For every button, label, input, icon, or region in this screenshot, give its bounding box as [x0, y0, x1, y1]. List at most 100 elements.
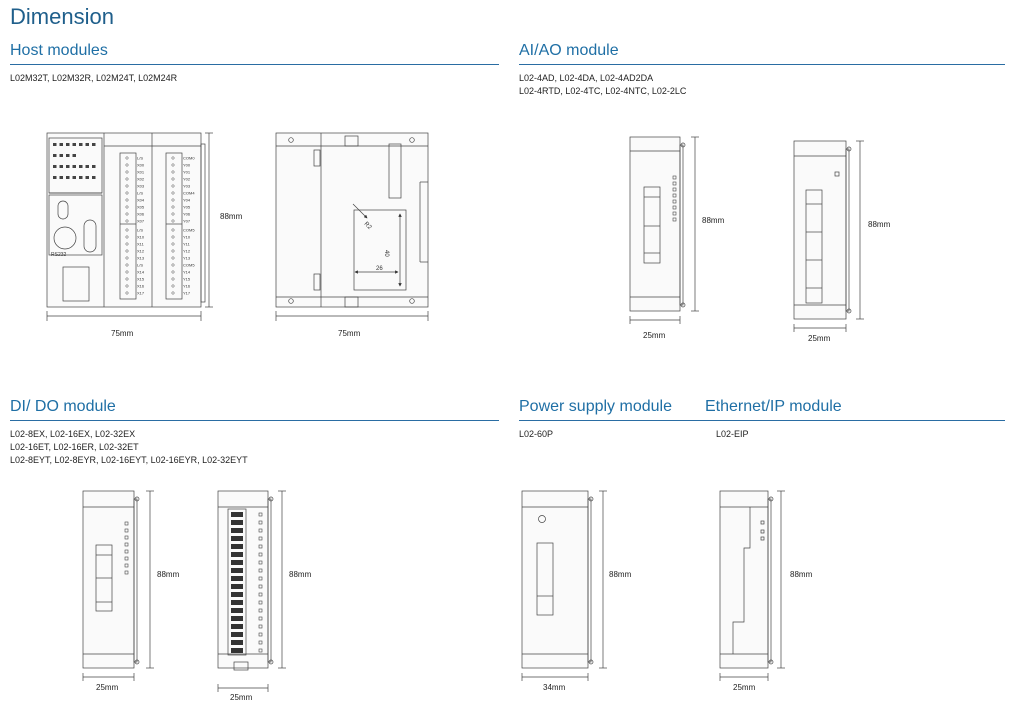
host-terminal-blocks	[125, 156, 175, 295]
power-models-line: L02-60P	[519, 429, 554, 439]
terminal-slot	[231, 544, 243, 549]
terminal-label: L/S	[137, 263, 143, 268]
led-indicator	[124, 528, 129, 533]
led-indicator	[672, 217, 677, 222]
led-indicator	[92, 143, 96, 146]
terminal-screw	[171, 277, 175, 281]
led-indicator	[258, 632, 263, 637]
ethernet-width-label: 25mm	[733, 683, 756, 692]
led-indicator	[72, 143, 76, 146]
led-indicator	[672, 211, 677, 216]
terminal-label: COM4	[183, 191, 195, 196]
dido-view-1	[82, 490, 140, 669]
led-indicator	[258, 600, 263, 605]
host-led-matrix	[53, 143, 96, 179]
terminal-screw	[125, 219, 129, 223]
terminal-screw	[171, 249, 175, 253]
dido-view-1-height-label: 88mm	[157, 570, 180, 579]
terminal-screw	[125, 212, 129, 216]
host-front-height-label: 88mm	[220, 212, 243, 221]
terminal-label: Y16	[183, 284, 191, 289]
terminal-slot	[231, 576, 243, 581]
terminal-screw	[125, 228, 129, 232]
terminal-label: Y03	[183, 184, 191, 189]
terminal-slot	[231, 608, 243, 613]
terminal-label: COM5	[183, 263, 195, 268]
host-terminal-labels: L/SX00X01X02X03L/SX04X05X06X07L/SX10X11X…	[137, 156, 195, 296]
host-front-outline	[46, 132, 202, 308]
terminal-label: Y00	[183, 163, 191, 168]
ethernet-models: L02-EIP	[716, 428, 749, 441]
terminal-label: X12	[137, 249, 145, 254]
terminal-screw	[171, 177, 175, 181]
terminal-screw	[171, 191, 175, 195]
terminal-screw	[125, 156, 129, 160]
aiao-view-2-height-label: 88mm	[868, 220, 891, 229]
power-view	[521, 490, 594, 669]
led-indicator	[66, 143, 70, 146]
led-indicator	[72, 154, 76, 157]
led-indicator	[124, 549, 129, 554]
led-indicator	[85, 165, 89, 168]
page-title: Dimension	[10, 4, 114, 29]
terminal-screw	[125, 177, 129, 181]
led-indicator	[258, 528, 263, 533]
terminal-screw	[125, 242, 129, 246]
host-side-dim-40: 40	[383, 250, 389, 257]
led-indicator	[92, 165, 96, 168]
aiao-view-1-leds	[672, 175, 677, 222]
terminal-screw	[125, 198, 129, 202]
led-indicator	[672, 175, 677, 180]
terminal-screw	[125, 277, 129, 281]
led-indicator	[258, 648, 263, 653]
led-indicator	[79, 176, 83, 179]
aiao-view-1-width-label: 25mm	[643, 331, 666, 340]
ethernet-view	[719, 490, 774, 669]
led-indicator	[85, 176, 89, 179]
dido-view-2	[217, 490, 274, 671]
terminal-label: X04	[137, 198, 145, 203]
led-indicator	[672, 193, 677, 198]
led-indicator	[258, 512, 263, 517]
terminal-label: Y17	[183, 291, 191, 296]
led-indicator	[672, 187, 677, 192]
host-models-line: L02M32T, L02M32R, L02M24T, L02M24R	[10, 73, 178, 83]
terminal-label: Y06	[183, 212, 191, 217]
terminal-slot	[231, 616, 243, 621]
host-side-view	[275, 132, 429, 308]
ethernet-height-label: 88mm	[790, 570, 813, 579]
terminal-slot	[231, 632, 243, 637]
led-indicator	[59, 154, 63, 157]
terminal-label: X07	[137, 219, 145, 224]
host-side-dim-radius: R2	[363, 221, 373, 231]
dido-module-rule	[10, 420, 499, 421]
terminal-label: X11	[137, 242, 145, 247]
terminal-screw	[171, 284, 175, 288]
led-indicator	[85, 143, 89, 146]
led-indicator	[258, 536, 263, 541]
dido-view-2-height-label: 88mm	[289, 570, 312, 579]
terminal-label: X02	[137, 177, 145, 182]
terminal-screw	[171, 242, 175, 246]
led-indicator	[258, 584, 263, 589]
led-indicator	[59, 176, 63, 179]
terminal-slot	[231, 552, 243, 557]
led-indicator	[79, 165, 83, 168]
terminal-label: L/S	[137, 191, 143, 196]
led-indicator	[672, 199, 677, 204]
terminal-screw	[171, 263, 175, 267]
ethernet-models-line: L02-EIP	[716, 429, 749, 439]
led-indicator	[72, 165, 76, 168]
terminal-screw	[171, 184, 175, 188]
terminal-screw	[125, 191, 129, 195]
power-models: L02-60P	[519, 428, 553, 441]
terminal-screw	[171, 235, 175, 239]
terminal-label: X05	[137, 205, 145, 210]
terminal-label: X10	[137, 235, 145, 240]
terminal-screw	[171, 270, 175, 274]
terminal-label: Y13	[183, 256, 191, 261]
terminal-slot	[231, 600, 243, 605]
terminal-label: X17	[137, 291, 145, 296]
led-indicator	[124, 521, 129, 526]
led-indicator	[53, 154, 57, 157]
